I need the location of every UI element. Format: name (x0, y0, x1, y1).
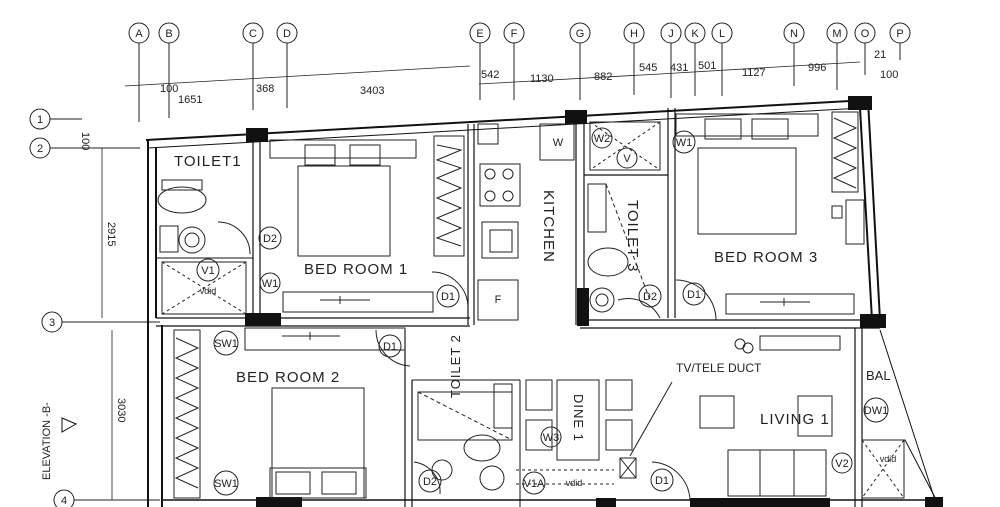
grid-markers-left (29, 108, 160, 507)
room-toilet1: TOILET1 (174, 153, 242, 170)
tag-w1-bedroom3: W1 (676, 137, 693, 149)
grid-M: M (832, 28, 841, 40)
dim-100-right: 100 (880, 69, 898, 81)
room-toilet2: TOILET 2 (448, 334, 463, 398)
tag-d1-toilet3: D1 (687, 289, 701, 301)
tag-d1-bedroom2: D1 (383, 341, 397, 353)
grid-P: P (896, 28, 903, 40)
grid-D: D (283, 28, 291, 40)
grid-H: H (630, 28, 638, 40)
tag-d2-toilet3: D2 (643, 291, 657, 303)
grid-A: A (135, 28, 143, 40)
elevation-arrow-icon (61, 417, 78, 433)
room-kitchen: KITCHEN (540, 190, 557, 263)
tag-d1-bedroom1: D1 (441, 291, 455, 303)
tag-vdid-v2: vdid (880, 454, 897, 464)
columns (245, 96, 943, 507)
dim-1651: 1651 (178, 94, 202, 106)
tag-v-kitchen: V (623, 153, 631, 165)
balcony-label: BAL (866, 368, 891, 383)
room-bedroom2: BED ROOM 2 (236, 369, 340, 386)
tag-vdid-toilet1: vdid (200, 286, 217, 296)
dim-431: 431 (670, 62, 688, 74)
dim-3403: 3403 (360, 85, 384, 97)
grid-1: 1 (37, 114, 43, 126)
grid-O: O (861, 28, 870, 40)
grid-K: K (691, 28, 699, 40)
dim-882: 882 (594, 71, 612, 83)
grid-B: B (165, 28, 172, 40)
tag-d2-bedroom1: D2 (263, 233, 277, 245)
dim-1130: 1130 (530, 73, 554, 85)
tag-w1-bedroom1: W1 (262, 278, 279, 290)
dim-542: 542 (481, 69, 499, 81)
tag-d2-toilet2: D2 (423, 476, 437, 488)
grid-G: G (576, 28, 585, 40)
dim-left-3030: 3030 (115, 398, 127, 422)
elevation-label: ELEVATION -B- (41, 402, 53, 480)
grid-J: J (668, 28, 674, 40)
dim-21: 21 (874, 49, 886, 61)
tv-tele-duct-label: TV/TELE DUCT (676, 361, 762, 375)
tag-vdid-v1a: vdid (566, 478, 583, 488)
dim-368: 368 (256, 83, 274, 95)
room-bedroom3: BED ROOM 3 (714, 249, 818, 266)
grid-C: C (249, 28, 257, 40)
dim-left-2915: 2915 (105, 222, 117, 246)
tag-sw1-top: SW1 (214, 338, 238, 350)
tag-v1a: V1A (524, 478, 545, 490)
tag-v1: V1 (201, 265, 214, 277)
grid-markers-top (124, 22, 911, 122)
dim-left-100: 100 (79, 132, 91, 150)
dim-545: 545 (639, 62, 657, 74)
dim-996: 996 (808, 62, 826, 74)
dim-100: 100 (160, 83, 178, 95)
tag-f-kitchen: F (495, 294, 502, 306)
furniture (157, 111, 905, 499)
grid-F: F (511, 28, 518, 40)
tag-w-kitchen: W (553, 137, 564, 149)
grid-3: 3 (49, 317, 55, 329)
tag-w3: W3 (543, 432, 560, 444)
dim-501: 501 (698, 60, 716, 72)
tag-d1-entry: D1 (655, 475, 669, 487)
grid-E: E (476, 28, 483, 40)
tag-w2: W2 (594, 133, 611, 145)
room-dine: DINE 1 (571, 394, 586, 442)
opening-tags (196, 127, 889, 496)
grid-4: 4 (61, 495, 67, 507)
tag-dw1: DW1 (864, 405, 888, 417)
grid-2: 2 (37, 143, 43, 155)
tag-v2: V2 (835, 458, 848, 470)
room-bedroom1: BED ROOM 1 (304, 261, 408, 278)
grid-L: L (719, 28, 725, 40)
tag-sw1-bottom: SW1 (214, 478, 238, 490)
room-living: LIVING 1 (760, 411, 830, 428)
room-toilet3: TOILET 3 (624, 200, 641, 272)
dim-1127: 1127 (742, 67, 766, 79)
grid-N: N (790, 28, 798, 40)
walls (145, 99, 941, 507)
